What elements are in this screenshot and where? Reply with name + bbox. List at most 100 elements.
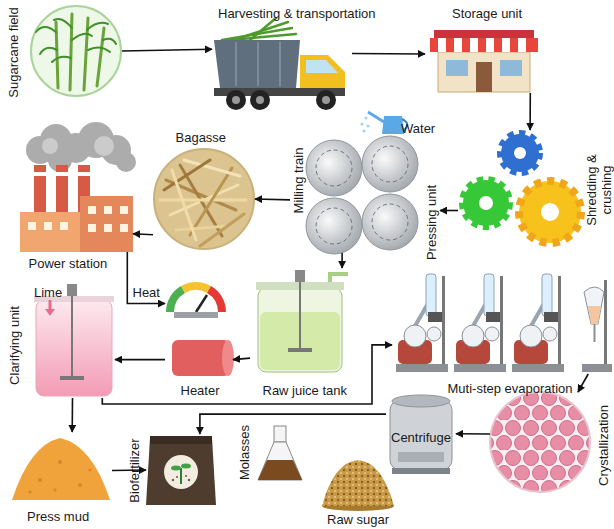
rollers-art-part — [306, 140, 362, 196]
press-mud-art-part — [28, 460, 91, 494]
biofertilizer-bag-art-part — [146, 438, 216, 505]
stage-label: Pressing unit — [424, 184, 439, 259]
stage-label: Raw sugar — [327, 512, 389, 527]
truck-art-part-part — [279, 42, 281, 86]
molasses-flask-art — [258, 426, 302, 480]
power-station-art-part — [80, 196, 133, 252]
gears-art-part — [501, 134, 539, 172]
sugarcane-field-art-part-part — [52, 57, 71, 62]
power-station-art-part-part — [34, 172, 46, 176]
flow-arrow — [440, 210, 458, 212]
truck-art-part — [250, 90, 270, 110]
process-stage: Centrifuge — [386, 392, 456, 474]
crystallization-art — [490, 392, 590, 492]
evaporator-art-part — [584, 287, 604, 324]
stage-label: Centrifuge — [391, 430, 451, 445]
raw-sugar-art-part — [322, 460, 394, 506]
bagasse-art — [154, 149, 254, 249]
stage-label: Bagasse — [176, 130, 227, 145]
flow-arrow — [133, 234, 153, 235]
press-mud-art-part-part — [58, 460, 62, 464]
power-station-art-part-part — [94, 136, 114, 156]
gears-art-part — [519, 181, 581, 243]
process-stage: Heater — [165, 278, 233, 380]
flow-arrow — [255, 198, 290, 200]
bagasse-art-part — [154, 149, 254, 249]
raw-juice-tank-art-part — [330, 274, 348, 282]
watering-can-art-part — [361, 117, 370, 133]
sugarcane-field-art-part-part — [97, 28, 104, 86]
heater-art-part — [183, 286, 209, 289]
gears-art-part — [514, 147, 526, 159]
power-station-art-part-part — [104, 224, 112, 232]
truck-art-part — [226, 90, 246, 110]
evaporator-art-part — [582, 364, 612, 372]
storage-building-art-part-part — [438, 38, 446, 52]
biofertilizer-bag-art-part-part — [185, 475, 187, 477]
truck-art-part-part — [240, 22, 288, 38]
power-station-art-part-part — [88, 206, 96, 214]
flow-arrow — [352, 53, 425, 55]
power-station-art — [20, 122, 136, 252]
flow-arrow — [200, 414, 386, 434]
power-station-art-part-part — [120, 224, 128, 232]
clarifying-tank-art — [34, 284, 114, 396]
stage-label: Biofertilizer — [127, 438, 142, 502]
stage-label: Clarifying unit — [6, 306, 21, 385]
biofertilizer-bag-art-part-part — [188, 479, 190, 481]
flow-arrow — [71, 398, 73, 432]
edge-label: Heat — [133, 285, 160, 300]
storage-building-art-part — [500, 60, 522, 76]
watering-can-art — [361, 112, 408, 134]
clarifying-tank-art-part — [36, 300, 112, 396]
raw-juice-tank-art-part — [295, 270, 305, 282]
watering-can-art-part — [382, 116, 404, 134]
process-stage: Muti-step evaporation — [392, 262, 610, 374]
power-station-art-part-part — [78, 122, 114, 158]
process-stage: Sugarcane field — [30, 5, 122, 97]
flow-arrow — [578, 374, 588, 392]
clarifying-tank-art-part — [71, 296, 73, 378]
storage-building-art-part — [476, 62, 492, 92]
sugarcane-field-art-part — [31, 6, 121, 96]
evaporator-art-part — [512, 274, 564, 372]
process-stage: Biofertilizer — [146, 434, 216, 506]
gears-art-part — [479, 196, 493, 210]
biofertilizer-bag-art-part — [150, 436, 212, 444]
sugarcane-field-art-part-part — [54, 19, 72, 28]
truck-art-part — [306, 60, 338, 73]
stage-label: Sugarcane field — [6, 7, 21, 97]
truck-art-part — [236, 42, 280, 86]
molasses-flask-art-part — [258, 460, 302, 480]
storage-building-art — [430, 30, 538, 92]
process-stage: Storage unit — [425, 28, 537, 93]
truck-art-part — [214, 40, 300, 88]
power-station-art-part-part — [28, 222, 36, 230]
truck-art-part — [256, 96, 264, 104]
evaporator-art-part — [604, 280, 607, 370]
power-station-art-part — [20, 212, 80, 252]
gears-art-part — [463, 180, 509, 226]
flow-arrow — [529, 93, 531, 130]
bagasse-art-part-part — [172, 170, 196, 240]
press-mud-art-part-part — [53, 488, 56, 491]
process-stage: Pressing unitMilling train — [290, 135, 440, 253]
stage-label: Press mud — [27, 509, 89, 524]
storage-building-art-part-part — [502, 38, 510, 52]
sugarcane-field-art-part-part — [40, 48, 57, 54]
stage-label: Milling train — [291, 147, 306, 213]
evaporator-art-part — [588, 306, 601, 324]
press-mud-art — [12, 438, 110, 500]
press-mud-art-part-part — [78, 483, 82, 487]
flow-arrow — [102, 345, 392, 404]
biofertilizer-bag-art-part — [172, 475, 190, 481]
sugarcane-field-art-part-part — [87, 23, 108, 30]
power-station-art-part-part — [60, 222, 68, 230]
press-mud-art-part-part — [88, 468, 91, 471]
process-stage: Shredding & crushing — [458, 130, 595, 245]
process-stage: Bagasse — [153, 148, 255, 250]
process-stage: Press mud — [10, 432, 112, 502]
biofertilizer-bag-art-part-part — [172, 479, 174, 481]
